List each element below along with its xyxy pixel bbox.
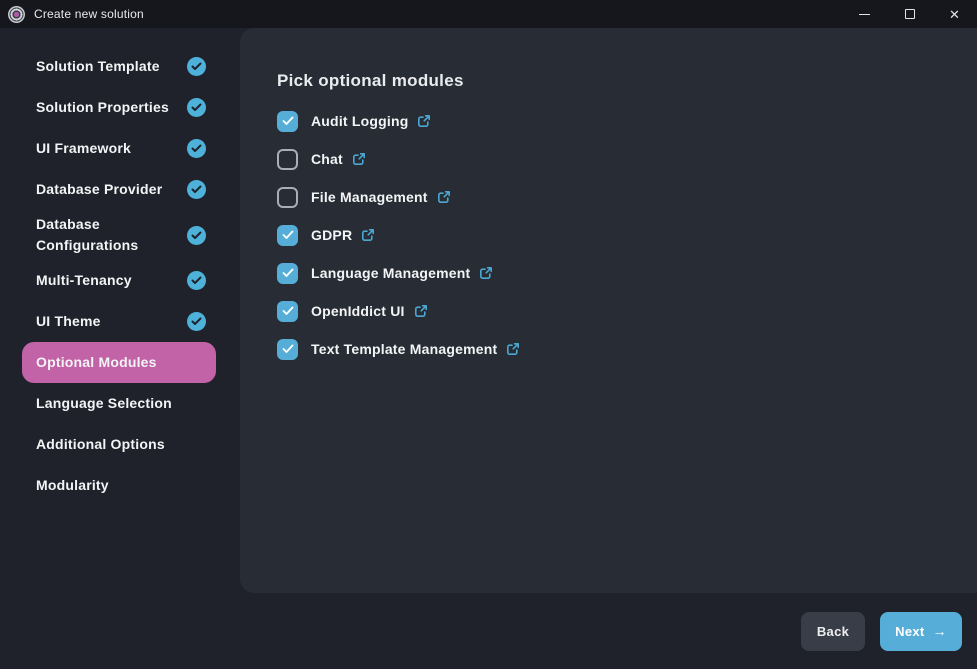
module-list: Audit Logging Chat File Management — [277, 102, 947, 368]
sidebar-item-label: Solution Properties — [36, 99, 169, 115]
titlebar: Create new solution ✕ — [0, 0, 977, 28]
external-link-icon[interactable] — [479, 266, 493, 280]
arrow-right-icon: → — [932, 623, 947, 639]
sidebar-item-modularity[interactable]: Modularity — [22, 465, 216, 506]
next-button-label: Next — [895, 623, 925, 639]
sidebar-item-solution-template[interactable]: Solution Template — [22, 46, 216, 87]
module-row-text-template-management: Text Template Management — [277, 330, 947, 368]
sidebar-item-label: UI Framework — [36, 140, 131, 156]
sidebar-item-database-provider[interactable]: Database Provider — [22, 169, 216, 210]
openiddict-ui-checkbox[interactable] — [277, 300, 298, 322]
module-label: GDPR — [311, 227, 353, 243]
text-template-management-checkbox[interactable] — [277, 338, 298, 360]
chat-checkbox[interactable] — [277, 148, 298, 170]
close-button[interactable]: ✕ — [932, 0, 977, 28]
external-link-icon[interactable] — [361, 228, 375, 242]
sidebar-item-ui-framework[interactable]: UI Framework — [22, 128, 216, 169]
sidebar-item-database-configurations[interactable]: Database Configurations — [22, 210, 216, 260]
next-button[interactable]: Next → — [880, 611, 962, 651]
module-label: File Management — [311, 189, 428, 205]
module-row-language-management: Language Management — [277, 254, 947, 292]
step-complete-check-icon — [187, 139, 206, 158]
sidebar-item-label: Additional Options — [36, 436, 165, 452]
step-complete-check-icon — [187, 180, 206, 199]
external-link-icon[interactable] — [437, 190, 451, 204]
window-title: Create new solution — [34, 7, 144, 21]
language-management-checkbox[interactable] — [277, 262, 298, 284]
module-label: OpenIddict UI — [311, 303, 405, 319]
sidebar-item-solution-properties[interactable]: Solution Properties — [22, 87, 216, 128]
step-complete-check-icon — [187, 98, 206, 117]
module-label: Chat — [311, 151, 343, 167]
module-row-audit-logging: Audit Logging — [277, 102, 947, 140]
file-management-checkbox[interactable] — [277, 186, 298, 208]
page-title: Pick optional modules — [277, 71, 464, 90]
sidebar-item-label: Multi-Tenancy — [36, 272, 132, 288]
gdpr-checkbox[interactable] — [277, 224, 298, 246]
sidebar-item-additional-options[interactable]: Additional Options — [22, 424, 216, 465]
sidebar-item-ui-theme[interactable]: UI Theme — [22, 301, 216, 342]
window-controls: ✕ — [842, 0, 977, 28]
step-complete-check-icon — [187, 271, 206, 290]
sidebar-item-multi-tenancy[interactable]: Multi-Tenancy — [22, 260, 216, 301]
back-button-label: Back — [816, 623, 850, 639]
sidebar-item-label: Language Selection — [36, 395, 172, 411]
module-row-gdpr: GDPR — [277, 216, 947, 254]
sidebar-item-label: Database Configurations — [36, 216, 139, 253]
sidebar-item-label: Modularity — [36, 477, 109, 493]
step-complete-check-icon — [187, 225, 206, 245]
minimize-button[interactable] — [842, 0, 887, 28]
wizard-steps-sidebar: Solution Template Solution Properties UI… — [0, 28, 240, 669]
maximize-button[interactable] — [887, 0, 932, 28]
module-label: Text Template Management — [311, 341, 498, 357]
external-link-icon[interactable] — [417, 114, 431, 128]
module-label: Language Management — [311, 265, 471, 281]
app-logo-icon — [8, 5, 25, 23]
close-icon: ✕ — [949, 6, 960, 22]
optional-modules-panel: Pick optional modules Audit Logging Chat — [240, 28, 977, 593]
sidebar-item-optional-modules[interactable]: Optional Modules — [22, 342, 216, 383]
module-label: Audit Logging — [311, 113, 409, 129]
external-link-icon[interactable] — [352, 152, 366, 166]
sidebar-item-label: Optional Modules — [36, 354, 157, 370]
sidebar-item-label: UI Theme — [36, 313, 101, 329]
step-complete-check-icon — [187, 57, 206, 76]
external-link-icon[interactable] — [506, 342, 520, 356]
back-button[interactable]: Back — [801, 611, 865, 651]
minimize-icon — [859, 13, 870, 15]
sidebar-item-label: Solution Template — [36, 58, 160, 74]
maximize-icon — [904, 9, 915, 19]
external-link-icon[interactable] — [414, 304, 428, 318]
module-row-chat: Chat — [277, 140, 947, 178]
module-row-openiddict-ui: OpenIddict UI — [277, 292, 947, 330]
step-complete-check-icon — [187, 312, 206, 331]
audit-logging-checkbox[interactable] — [277, 110, 298, 132]
sidebar-item-label: Database Provider — [36, 181, 163, 197]
sidebar-item-language-selection[interactable]: Language Selection — [22, 383, 216, 424]
wizard-footer: Back Next → — [0, 593, 977, 669]
module-row-file-management: File Management — [277, 178, 947, 216]
